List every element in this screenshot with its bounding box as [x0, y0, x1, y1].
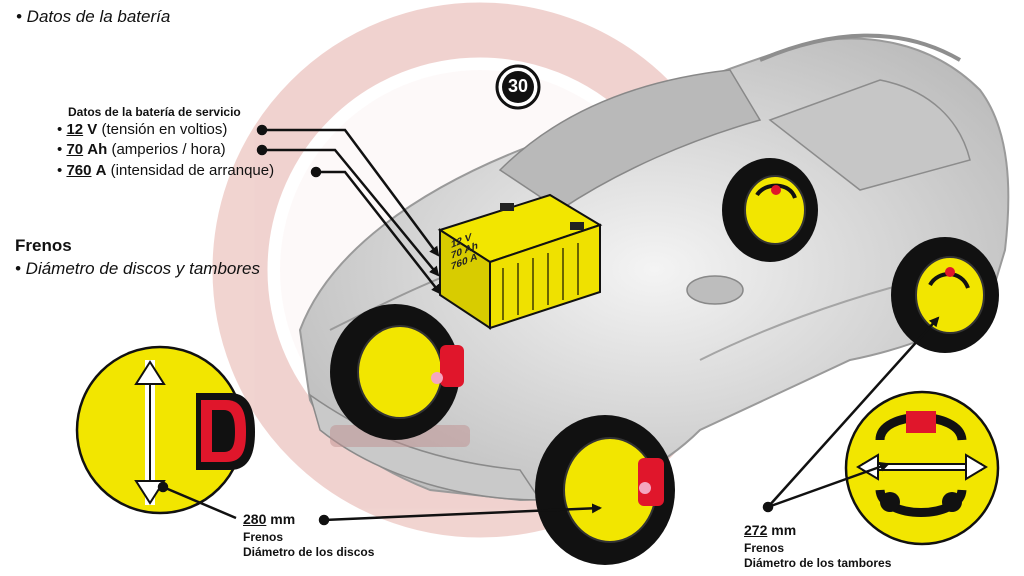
disc-brake-detail: [75, 345, 255, 515]
battery-capacity-value: 70: [66, 141, 84, 158]
wheel-rear-right: [891, 237, 999, 353]
battery-cca-unit: A: [95, 162, 107, 179]
wheel-front-right: [535, 415, 675, 565]
drum-diameter-value: 272 mm: [744, 522, 796, 538]
wheel-front-left: [330, 304, 464, 440]
battery-cca-line: • 760 A (intensidad de arranque): [57, 162, 274, 179]
battery-data-title: Datos de la batería de servicio: [68, 105, 241, 119]
drum-label-brakes: Frenos: [744, 541, 785, 555]
drum-diameter-unit: mm: [771, 522, 797, 538]
drum-brake-detail: [844, 390, 1000, 546]
battery-section-heading: • Datos de la batería: [16, 7, 171, 26]
battery-graphic: [437, 193, 603, 330]
drum-diameter-number: 272: [744, 522, 768, 538]
disc-diameter-unit: mm: [270, 511, 296, 527]
battery-cca-value: 760: [66, 162, 92, 179]
brake-leaders: [157, 316, 940, 526]
brakes-subtitle: • Diámetro de discos y tambores: [15, 259, 260, 278]
battery-voltage-desc: (tensión en voltios): [101, 121, 228, 138]
disc-label-diameter: Diámetro de los discos: [243, 545, 375, 559]
disc-label-brakes: Frenos: [243, 530, 284, 544]
battery-capacity-line: • 70 Ah (amperios / hora): [57, 141, 226, 158]
battery-voltage-unit: V: [87, 121, 98, 138]
wheel-rear-left: [722, 158, 818, 262]
badge-30: [495, 64, 541, 110]
battery-capacity-unit: Ah: [87, 141, 108, 158]
battery-cca-desc: (intensidad de arranque): [110, 162, 275, 179]
battery-voltage-value: 12: [66, 121, 84, 138]
battery-voltage-line: • 12 V (tensión en voltios): [57, 121, 227, 138]
bullet: •: [57, 121, 63, 138]
disc-diameter-number: 280: [243, 511, 267, 527]
bullet: •: [57, 162, 63, 179]
drum-label-diameter: Diámetro de los tambores: [744, 556, 892, 570]
disc-diameter-value: 280 mm: [243, 511, 295, 527]
battery-leaders: [256, 124, 442, 295]
battery-capacity-desc: (amperios / hora): [111, 141, 226, 158]
badge-number: 30: [507, 76, 529, 96]
brakes-title: Frenos: [15, 236, 72, 255]
bullet: •: [57, 141, 63, 158]
